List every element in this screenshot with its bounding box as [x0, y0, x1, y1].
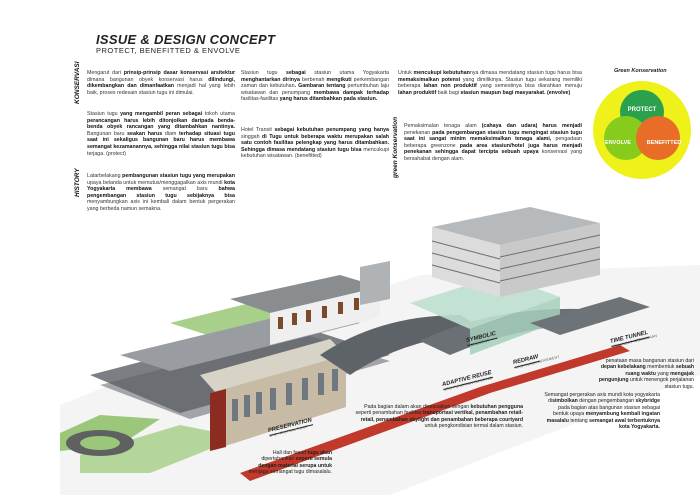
hall-roof [200, 339, 346, 393]
caption-redraw: Semangat pergerakan axis mundi kota yogy… [544, 392, 660, 431]
circle-envolve [604, 116, 648, 160]
red-track [240, 345, 630, 481]
hall-windows [232, 369, 338, 421]
para-kebutuhan: Untuk mencukupi kebutuhannya dimasa mend… [398, 70, 583, 96]
circle-benefitted [636, 116, 680, 160]
para-konservasi-1: Mengarut dari prinsip-prinsip dasar kons… [87, 70, 236, 96]
page-title: ISSUE & DESIGN CONCEPT [96, 32, 276, 47]
caption-preservation: Hall dan fasad tugu akan dipertahankan s… [248, 450, 332, 476]
caption-adaptive-reuse: Pada bagian dalam akan disesuaikan denga… [355, 404, 523, 430]
label-benefitted: BENEFITTED [647, 140, 682, 146]
hotel-roof [432, 207, 600, 245]
roundabout-center [80, 436, 120, 450]
end-roof [530, 297, 650, 335]
para-stasiun-utama: Stasiun tugu sebagai stasiun utama Yogya… [241, 70, 390, 103]
diagram-title: Green Konservation [614, 68, 667, 74]
retail-windows [278, 298, 359, 329]
glass-atrium-side [470, 297, 560, 355]
hall-facade [210, 355, 346, 451]
label-history: HISTORY [74, 168, 81, 197]
para-konservasi-2: Stasiun tugu yang mengambil peran sebaga… [87, 111, 235, 157]
label-green-konservation: green Konservation [392, 116, 399, 178]
label-protect: PROTECT [628, 107, 657, 113]
label-envolve: ENVOLVE [605, 140, 631, 146]
page-subtitle: PROTECT, BENEFITTED & ENVOLVE [96, 46, 241, 55]
label-konservasi: KONSERVASI [74, 61, 81, 105]
hall-pillar-left [210, 389, 226, 451]
para-tenaga-alam: Pemaksimalan tenaga alam (cahaya dan uda… [404, 123, 583, 162]
station-rendering [60, 207, 700, 495]
hotel-front [500, 223, 600, 297]
green-konservation-diagram: PROTECT ENVOLVE BENEFITTED [593, 81, 691, 179]
para-history: Latarbelakang pembangunan stasiun tugu y… [87, 173, 236, 212]
hotel-floors [431, 234, 601, 284]
grass-mid [80, 425, 240, 473]
retail-roof [230, 275, 380, 313]
para-hotel-transit: Hotel Transit sebagai kebutuhan penumpan… [241, 127, 389, 160]
caption-time-tunnel: penataan masa bangunan stasiun dari depa… [598, 358, 694, 390]
skybridge-tower [360, 261, 390, 305]
